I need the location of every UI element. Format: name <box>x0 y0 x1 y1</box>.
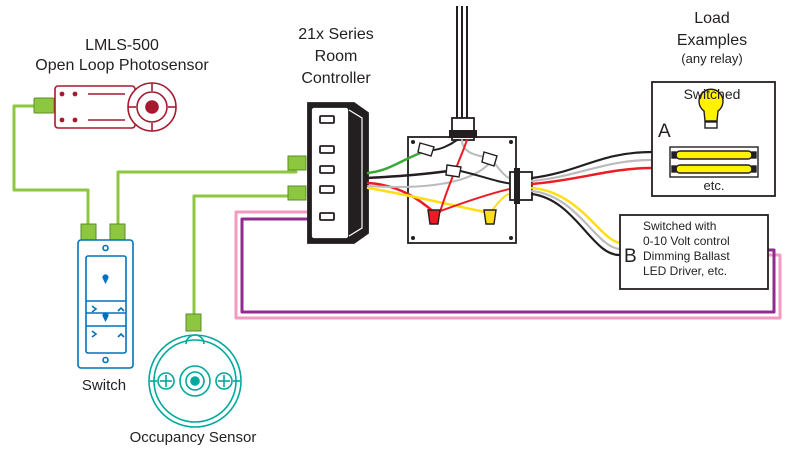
fluorescent-tube-icon <box>669 146 759 178</box>
occupancy-sensor-label: Occupancy Sensor <box>130 429 257 446</box>
load-b-line1: Switched with <box>643 219 716 233</box>
load-b-box <box>619 214 769 290</box>
supply-conduit <box>449 6 477 141</box>
load-b-letter: B <box>624 246 637 267</box>
load-label-line2: Examples <box>677 32 747 49</box>
load-a-box <box>651 81 776 197</box>
photosensor-name-label: Open Loop Photosensor <box>35 57 209 74</box>
load-b-line2: 0-10 Volt control <box>643 234 730 248</box>
photosensor-device <box>54 82 177 132</box>
controller-label-line2: Room <box>315 48 358 65</box>
load-label-line1: Load <box>694 10 730 27</box>
dimming-control-loop <box>234 210 782 320</box>
switch-device <box>77 239 134 369</box>
controller-label-line3: Controller <box>301 70 371 87</box>
load-a-etc: etc. <box>704 178 725 193</box>
load-wiring <box>530 150 654 257</box>
load-a-letter: A <box>658 121 671 142</box>
load-b-line4: LED Driver, etc. <box>643 264 727 278</box>
load-label-line3: (any relay) <box>681 51 742 66</box>
labels: LMLS-500 Open Loop Photosensor 21x Serie… <box>35 10 747 446</box>
lmrj-cables <box>12 104 298 324</box>
lmrj-connectors <box>33 97 307 332</box>
photosensor-model-label: LMLS-500 <box>85 37 159 54</box>
load-a-title: Switched <box>684 86 741 102</box>
wire-nuts <box>417 142 498 225</box>
load-fitting <box>509 168 533 204</box>
room-controller-device <box>307 102 369 244</box>
lightbulb-icon <box>698 88 724 129</box>
occupancy-sensor-device <box>148 334 242 428</box>
switch-label: Switch <box>82 377 126 394</box>
controller-label-line1: 21x Series <box>298 26 374 43</box>
load-b-line3: Dimming Ballast <box>643 249 730 263</box>
